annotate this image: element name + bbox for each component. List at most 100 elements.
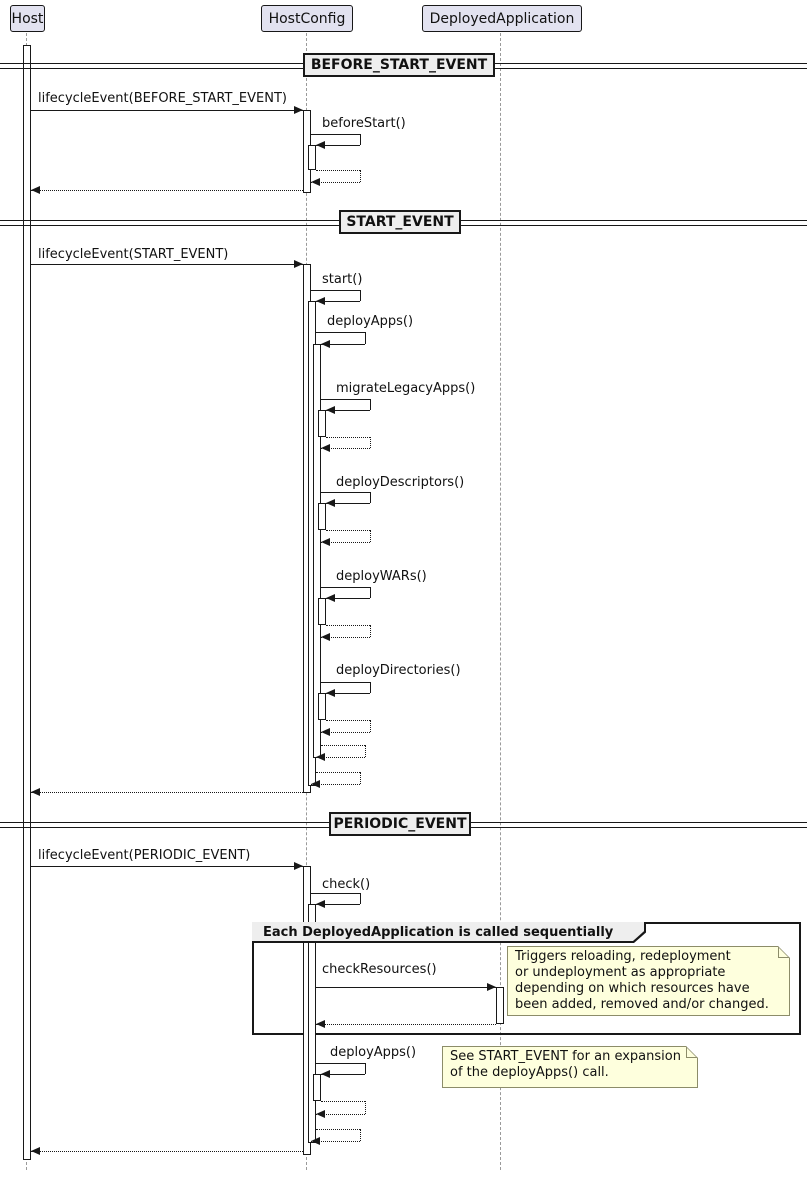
return-line <box>311 1141 360 1142</box>
activation-bar-nested <box>318 693 326 720</box>
return-line <box>316 772 360 773</box>
note-background <box>508 947 789 1015</box>
self-call-line <box>326 598 370 599</box>
self-call-line <box>311 893 360 894</box>
lifeline-deployedapplication <box>500 33 501 1170</box>
return-line <box>31 1151 303 1152</box>
message-label: checkResources() <box>322 962 437 977</box>
participant-deployedapplication-label: DeployedApplication <box>429 10 575 27</box>
self-call-line <box>370 682 371 693</box>
group-fragment-header <box>252 922 646 943</box>
self-call-line <box>360 134 361 145</box>
message-label: lifecycleEvent(BEFORE_START_EVENT) <box>38 91 287 106</box>
return-line <box>370 720 371 732</box>
message-label: migrateLegacyApps() <box>336 381 476 396</box>
arrowhead-icon <box>321 444 330 452</box>
activation-bar-nested <box>318 598 326 625</box>
note-check-resources-text: Triggers reloading, redeployment or unde… <box>515 949 769 1012</box>
self-call-line <box>321 492 370 493</box>
return-line <box>321 637 370 638</box>
message-label: deployApps() <box>330 1045 417 1060</box>
return-line <box>321 1101 365 1102</box>
message-label: lifecycleEvent(PERIODIC_EVENT) <box>38 848 251 863</box>
return-line <box>311 784 360 785</box>
return-line <box>326 437 370 438</box>
self-call-line <box>326 410 370 411</box>
arrowhead-icon <box>321 1070 330 1078</box>
participant-host-label: Host <box>11 10 44 27</box>
arrowhead-icon <box>321 728 330 736</box>
activation-bar-nested <box>318 410 326 437</box>
group-fragment-header-fill <box>252 922 644 941</box>
arrowhead-icon <box>487 983 496 991</box>
arrowhead-icon <box>326 689 335 697</box>
self-call-line <box>326 693 370 694</box>
self-call-line <box>360 290 361 301</box>
arrowhead-icon <box>31 186 40 194</box>
return-line <box>326 530 370 531</box>
note-deploy-apps: See START_EVENT for an expansion of the … <box>442 1046 698 1088</box>
self-call-line <box>321 1074 365 1075</box>
arrowhead-icon <box>311 780 320 788</box>
arrowhead-icon <box>31 1147 40 1155</box>
self-call-line <box>311 134 360 135</box>
self-call-line <box>370 399 371 410</box>
note-fold-icon <box>686 1046 698 1058</box>
return-line <box>365 745 366 757</box>
return-line <box>360 772 361 784</box>
self-call-line <box>321 399 370 400</box>
self-call-line <box>360 893 361 904</box>
arrowhead-icon <box>321 538 330 546</box>
self-call-line <box>370 587 371 598</box>
arrowhead-icon <box>326 406 335 414</box>
note-fold-icon <box>778 946 790 958</box>
self-call-line <box>326 503 370 504</box>
divider-start-event: START_EVENT <box>339 210 461 234</box>
participant-deployedapplication: DeployedApplication <box>422 5 582 32</box>
arrowhead-icon <box>326 499 335 507</box>
self-call-line <box>321 587 370 588</box>
return-line <box>370 437 371 448</box>
return-line <box>321 745 365 746</box>
self-call-line <box>311 290 360 291</box>
arrowhead-icon <box>31 788 40 796</box>
return-line <box>316 1114 365 1115</box>
message-label: deployDirectories() <box>336 663 461 678</box>
return-line <box>370 625 371 637</box>
activation-bar-host <box>23 45 31 1160</box>
self-call-line <box>316 1063 365 1064</box>
message-label: deployDescriptors() <box>336 475 465 490</box>
return-line <box>321 542 370 543</box>
arrowhead-icon <box>321 633 330 641</box>
return-line <box>365 1101 366 1114</box>
arrowhead-icon <box>311 1137 320 1145</box>
note-background <box>443 1047 697 1087</box>
return-line <box>316 170 360 171</box>
group-fragment-title: Each DeployedApplication is called seque… <box>263 925 614 940</box>
activation-bar-nested <box>308 145 316 170</box>
arrowhead-icon <box>316 900 325 908</box>
divider-periodic-event: PERIODIC_EVENT <box>329 812 471 836</box>
return-line <box>321 448 370 449</box>
arrowhead-icon <box>294 862 303 870</box>
message-line <box>316 987 496 988</box>
self-call-line <box>365 1063 366 1074</box>
return-line <box>316 757 365 758</box>
return-line <box>321 732 370 733</box>
arrowhead-icon <box>311 178 320 186</box>
self-call-line <box>370 492 371 503</box>
participant-host: Host <box>10 5 45 32</box>
self-call-line <box>316 904 360 905</box>
activation-bar-nested <box>318 503 326 530</box>
message-label: beforeStart() <box>322 116 406 131</box>
return-line <box>360 1129 361 1141</box>
note-check-resources: Triggers reloading, redeployment or unde… <box>507 946 790 1016</box>
message-label: deployApps() <box>327 314 414 329</box>
return-line <box>316 1129 360 1130</box>
self-call-line <box>316 145 360 146</box>
return-line <box>370 530 371 542</box>
arrowhead-icon <box>316 753 325 761</box>
participant-hostconfig-label: HostConfig <box>268 10 346 27</box>
message-label: deployWARs() <box>336 569 427 584</box>
